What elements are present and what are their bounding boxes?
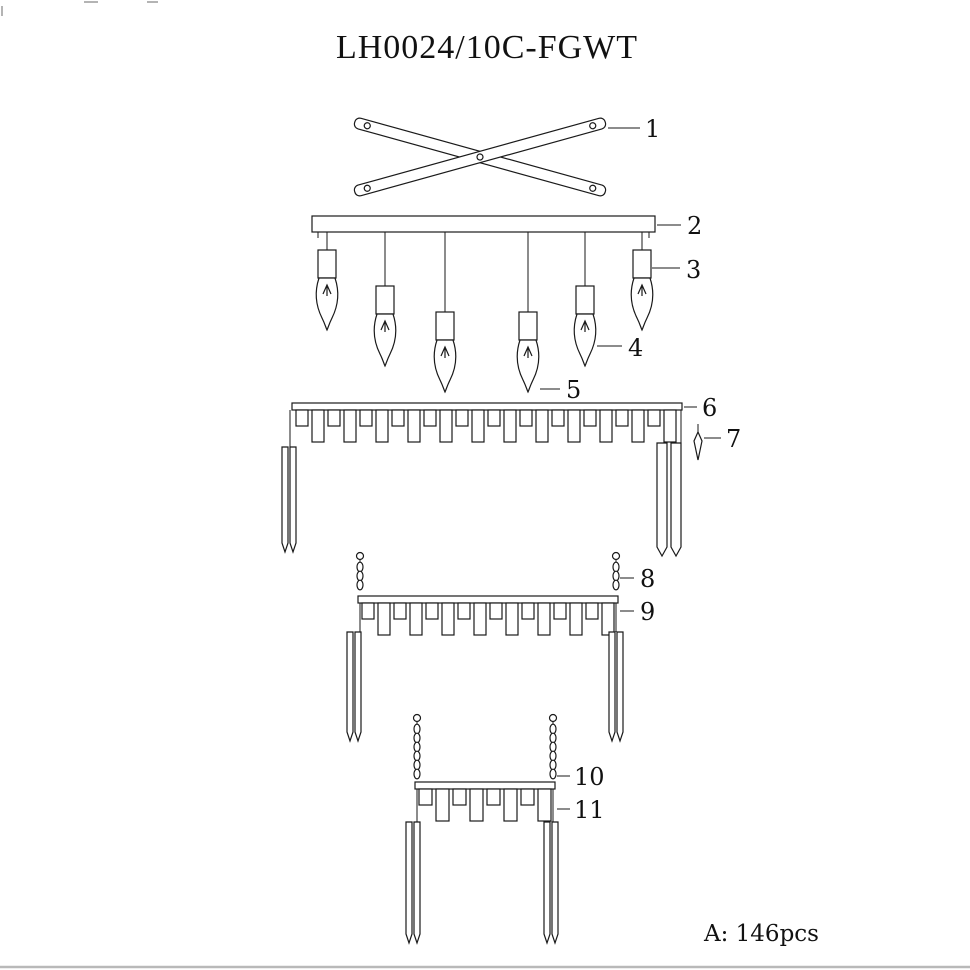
lamp-1 — [315, 232, 339, 332]
crystal-row-medium — [361, 602, 615, 636]
crystal-drop — [346, 631, 354, 743]
crystal-drop — [413, 821, 421, 945]
part-label-6: 6 — [702, 394, 717, 422]
crystal-drop — [616, 631, 624, 743]
model-number-title: LH0024/10C-FGWT — [336, 29, 638, 66]
lamp-4 — [516, 232, 540, 394]
crystal-row-small — [418, 788, 552, 822]
part-label-9: 9 — [640, 598, 655, 626]
chain — [548, 713, 558, 780]
part-label-10: 10 — [574, 763, 605, 791]
crystal-row-large — [295, 409, 677, 443]
crystal-drop — [551, 821, 559, 945]
chain — [355, 551, 365, 591]
chain — [611, 551, 621, 591]
crystal-drop — [405, 821, 413, 945]
crystal-drop — [354, 631, 362, 743]
piece-count: A: 146pcs — [703, 921, 819, 947]
part-label-1: 1 — [645, 115, 660, 143]
part-label-5: 5 — [566, 376, 581, 404]
part-2-ceiling-plate-drawing — [311, 215, 656, 238]
lamp-2 — [373, 232, 397, 368]
part-label-7: 7 — [726, 425, 741, 453]
part-label-11: 11 — [574, 796, 605, 824]
chain — [412, 713, 422, 780]
crystal-drop — [281, 446, 289, 554]
part-6-large-crystal-band — [281, 402, 683, 558]
part-7-small-drop — [693, 424, 703, 461]
part-8-chains — [355, 551, 621, 591]
crystal-drop — [289, 446, 297, 554]
crystal-drop — [543, 821, 551, 945]
crystal-drop — [608, 631, 616, 743]
lamp-5 — [573, 232, 597, 368]
part-label-2: 2 — [687, 212, 702, 240]
part-9-medium-crystal-band — [346, 595, 624, 743]
lamp-3 — [433, 232, 457, 394]
part-1-crossbars-drawing — [353, 117, 607, 197]
part-11-small-crystal-band — [405, 781, 559, 945]
part-label-4: 4 — [628, 334, 643, 362]
lamp-6 — [630, 232, 654, 332]
part-10-chains — [412, 713, 558, 780]
part-label-3: 3 — [686, 256, 701, 284]
part-label-8: 8 — [640, 565, 655, 593]
lamp-assembly — [315, 232, 654, 394]
crystal-drop — [670, 442, 682, 558]
crystal-drop — [656, 442, 668, 558]
